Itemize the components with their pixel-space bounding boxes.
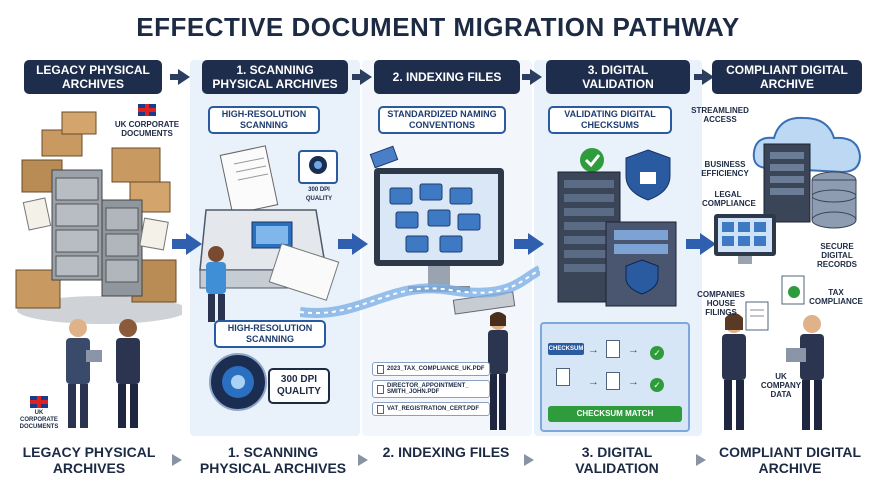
legacy-people-illustration — [66, 319, 140, 428]
arrow-right-icon: → — [588, 376, 599, 388]
arrow-right-icon: → — [628, 344, 639, 356]
uk-corporate-label-top: UK CORPORATE DOCUMENTS — [114, 120, 180, 138]
checksum-match-bar: CHECKSUM MATCH — [548, 406, 682, 422]
flow-arrow-1 — [172, 233, 202, 255]
document-icon — [606, 340, 620, 358]
document-icon — [745, 301, 769, 331]
stage-header-indexing: 2. INDEXING FILES — [374, 60, 520, 94]
header-arrow-4 — [694, 69, 714, 85]
uk-flag-icon — [30, 396, 48, 408]
uk-flag-icon — [138, 104, 156, 116]
stage-footer-indexing: 2. INDEXING FILES — [382, 444, 510, 460]
scanner-icon — [199, 145, 340, 301]
callout-high-res-bottom: HIGH-RESOLUTION SCANNING — [214, 320, 326, 348]
check-icon: ✓ — [650, 346, 664, 360]
footer-arrow-2 — [358, 454, 368, 466]
legacy-archive-illustration — [15, 111, 182, 324]
checksum-tag: CHECKSUM — [548, 343, 584, 355]
header-arrow-1 — [170, 69, 190, 85]
camera-lens-icon — [209, 353, 267, 411]
label-streamlined-access: STREAMLINED ACCESS — [691, 106, 749, 124]
document-icon — [781, 275, 805, 305]
label-companies-house: COMPANIES HOUSE FILINGS — [697, 290, 745, 317]
label-secure-records: SECURE DIGITAL RECORDS — [816, 242, 857, 269]
callout-checksums: VALIDATING DIGITAL CHECKSUMS — [548, 106, 672, 134]
document-icon — [377, 404, 384, 414]
archive-monitor-illustration — [714, 214, 776, 264]
flow-arrow-3 — [514, 233, 544, 255]
check-icon: ✓ — [650, 378, 664, 392]
footer-arrow-1 — [172, 454, 182, 466]
scanning-operator-illustration — [206, 246, 226, 322]
uk-corporate-label-bottom: UK CORPORATE DOCUMENTS — [19, 410, 59, 430]
stage-footer-archive: COMPLIANT DIGITAL ARCHIVE — [718, 444, 862, 476]
page-title: EFFECTIVE DOCUMENT MIGRATION PATHWAY — [136, 12, 740, 42]
footer-arrow-4 — [696, 454, 706, 466]
server-icon — [557, 148, 677, 307]
stage-footer-scanning: 1. SCANNING PHYSICAL ARCHIVES — [199, 444, 347, 476]
document-icon — [377, 364, 384, 374]
archive-people-illustration — [722, 313, 824, 430]
stage-footer-legacy: LEGACY PHYSICAL ARCHIVES — [22, 444, 156, 476]
flow-arrow-2 — [338, 233, 368, 255]
stage-header-legacy: LEGACY PHYSICAL ARCHIVES — [24, 60, 162, 94]
indexed-file-2: DIRECTOR_APPOINTMENT_ SMITH_JOHN.PDF — [372, 380, 490, 398]
label-tax-compliance: TAX COMPLIANCE — [809, 288, 863, 306]
stage-header-validation: 3. DIGITAL VALIDATION — [546, 60, 690, 94]
label-uk-company-data: UK COMPANY DATA — [760, 372, 802, 399]
callout-naming-conventions: STANDARDIZED NAMING CONVENTIONS — [378, 106, 506, 134]
indexing-operator-illustration — [488, 312, 508, 430]
dpi-small-label: 300 DPI QUALITY — [305, 187, 333, 202]
document-icon — [377, 384, 384, 394]
indexing-monitor-illustration — [369, 145, 516, 315]
data-flow-ribbon — [300, 265, 540, 319]
cloud-icon — [752, 116, 862, 229]
label-business-efficiency: BUSINESS EFFICIENCY — [701, 160, 749, 178]
stage-footer-validation: 3. DIGITAL VALIDATION — [575, 444, 659, 476]
dpi-large-badge: 300 DPI QUALITY — [268, 368, 330, 404]
arrow-right-icon: → — [628, 376, 639, 388]
camera-lens-icon — [298, 150, 338, 184]
document-icon — [606, 372, 620, 390]
stage-header-archive: COMPLIANT DIGITAL ARCHIVE — [712, 60, 862, 94]
indexed-file-1: 2023_TAX_COMPLIANCE_UK.PDF — [372, 362, 490, 376]
stage-header-scanning: 1. SCANNING PHYSICAL ARCHIVES — [202, 60, 348, 94]
indexed-file-3: VAT_REGISTRATION_CERT.PDF — [372, 402, 490, 416]
document-icon — [556, 368, 570, 386]
callout-high-res-top: HIGH-RESOLUTION SCANNING — [208, 106, 320, 134]
label-legal-compliance: LEGAL COMPLIANCE — [702, 190, 756, 208]
header-arrow-3 — [522, 69, 542, 85]
flow-arrow-4 — [686, 233, 716, 255]
arrow-right-icon: → — [588, 344, 599, 356]
footer-arrow-3 — [524, 454, 534, 466]
header-arrow-2 — [352, 69, 372, 85]
